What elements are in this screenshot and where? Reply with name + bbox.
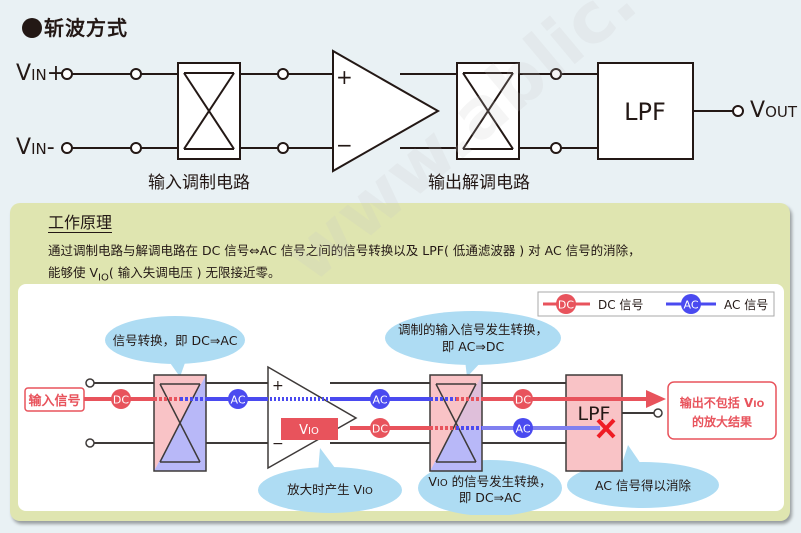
amp-minus-sign: − bbox=[272, 436, 284, 452]
input-modulator-caption: 输入调制电路 bbox=[148, 173, 250, 193]
lpf-label: LPF bbox=[624, 98, 666, 126]
bubble-ac-removed-text: AC 信号得以消除 bbox=[595, 478, 692, 493]
terminal-icon bbox=[550, 142, 562, 154]
dc-badge-output: DC bbox=[513, 389, 533, 409]
vout-label: VOUT bbox=[750, 98, 798, 123]
input-modulator-box bbox=[153, 374, 207, 472]
terminal-icon bbox=[130, 68, 142, 80]
svg-text:DC: DC bbox=[113, 394, 129, 407]
terminal-icon bbox=[85, 378, 95, 388]
bubble-vio-converted-line1: VIO 的信号发生转换， bbox=[428, 474, 551, 489]
vin-plus-label: VIN+ bbox=[16, 61, 66, 86]
principle-text-line1: 通过调制电路与解调电路在 DC 信号⇔AC 信号之间的信号转换以及 LPF( 低… bbox=[48, 243, 641, 258]
terminal-icon bbox=[61, 142, 73, 154]
svg-text:DC: DC bbox=[515, 394, 531, 407]
output-arrow-icon bbox=[646, 390, 666, 408]
principle-title: 工作原理 bbox=[48, 213, 113, 233]
svg-text:DC: DC bbox=[558, 299, 574, 312]
bubble-modulate bbox=[105, 316, 245, 364]
section-title: 斩波方式 bbox=[22, 12, 128, 41]
terminal-icon bbox=[653, 408, 663, 418]
signal-flow-diagram: DC DC 信号 AC AC 信号 + − bbox=[24, 291, 777, 515]
bubble-vio-converted-line2: 即 DC⇒AC bbox=[459, 490, 522, 505]
terminal-icon bbox=[732, 105, 744, 117]
bubble-demodulate-line2: 即 AC⇒DC bbox=[442, 339, 505, 354]
terminal-icon bbox=[550, 68, 562, 80]
bubble-modulate-text: 信号转换，即 DC⇒AC bbox=[113, 333, 238, 348]
ac-badge-1: AC bbox=[228, 389, 248, 409]
vio-label: VIO bbox=[299, 423, 319, 438]
terminal-icon bbox=[130, 142, 142, 154]
bubble-ac-removed bbox=[567, 462, 719, 508]
output-demodulator-box bbox=[429, 374, 483, 472]
output-result-line1: 输出不包括 VIO bbox=[680, 395, 765, 410]
terminal-icon bbox=[85, 438, 95, 448]
bubble-demodulate bbox=[385, 311, 561, 365]
vin-minus-label: VIN- bbox=[16, 135, 55, 160]
legend-ac-badge-icon bbox=[681, 294, 701, 314]
output-result-line2: 的放大结果 bbox=[692, 414, 752, 429]
amplifier-icon bbox=[267, 365, 358, 470]
terminal-icon bbox=[61, 68, 73, 80]
legend-dc-badge-icon bbox=[556, 294, 576, 314]
amp-plus-sign: + bbox=[272, 378, 284, 394]
svg-text:AC: AC bbox=[372, 394, 387, 407]
svg-text:AC: AC bbox=[515, 423, 530, 436]
section-title-text: 斩波方式 bbox=[44, 16, 128, 40]
cross-icon bbox=[596, 418, 616, 439]
dc-badge-input: DC bbox=[111, 389, 131, 409]
output-demodulator-caption: 输出解调电路 bbox=[428, 173, 530, 193]
ac-badge-2: AC bbox=[370, 389, 390, 409]
svg-text:AC: AC bbox=[230, 394, 245, 407]
lpf-label: LPF bbox=[578, 403, 611, 425]
legend-dc-label: DC 信号 bbox=[598, 298, 643, 312]
terminal-icon bbox=[277, 142, 289, 154]
svg-text:AC: AC bbox=[683, 299, 698, 312]
bubble-vio-generated-text: 放大时产生 VIO bbox=[287, 482, 373, 497]
output-result-box bbox=[667, 381, 777, 440]
input-signal-label: 输入信号 bbox=[28, 393, 80, 409]
principle-text-line2: 能够使 VIO( 输入失调电压 ) 无限接近零。 bbox=[48, 265, 281, 284]
dc-badge-vio: DC bbox=[370, 418, 390, 438]
ac-badge-output: AC bbox=[513, 418, 533, 438]
terminal-icon bbox=[277, 68, 289, 80]
vio-box bbox=[281, 418, 338, 440]
lpf-box bbox=[565, 374, 623, 472]
bubble-demodulate-line1: 调制的输入信号发生转换， bbox=[398, 322, 548, 337]
input-signal-box bbox=[24, 387, 85, 412]
legend-ac-label: AC 信号 bbox=[724, 298, 768, 312]
svg-text:DC: DC bbox=[372, 423, 388, 436]
bubble-vio-converted bbox=[418, 460, 562, 515]
chopper-circuit: + − LPF bbox=[61, 49, 744, 173]
amp-plus-sign: + bbox=[336, 65, 353, 89]
bullet-icon bbox=[22, 18, 42, 38]
amp-minus-sign: − bbox=[336, 133, 353, 157]
bubble-vio-generated bbox=[258, 467, 402, 513]
